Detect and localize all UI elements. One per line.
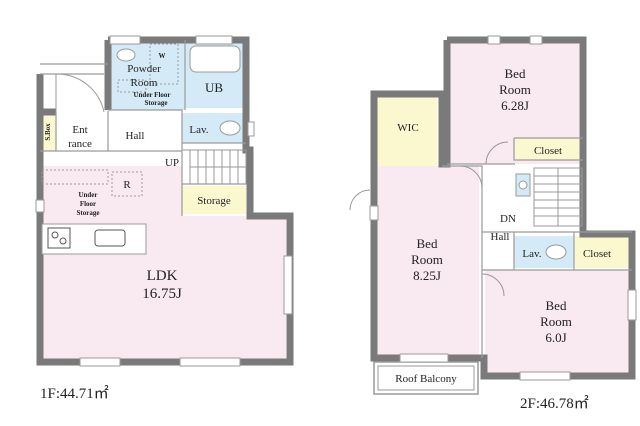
under-floor-storage-ldk-line2: Floor: [80, 200, 96, 208]
powder-room-label-line1: Powder: [127, 63, 161, 75]
bed-left-label-line1: Bed: [417, 236, 438, 251]
hall-label-1f: Hall: [126, 130, 145, 142]
s-box-fill: [41, 113, 56, 151]
bed-top-label-line3: 6.28J: [501, 98, 529, 113]
roof-balcony-label: Roof Balcony: [395, 373, 457, 385]
ldk-label-line1: LDK: [147, 268, 178, 284]
s-box-label: S.Box: [44, 123, 52, 141]
wic-label: WIC: [397, 122, 418, 134]
bed-left-fill: [377, 166, 479, 358]
floor-2-outer-wall: [370, 36, 636, 380]
wic-fill: [377, 94, 437, 166]
bed-right-label-line3: 6.0J: [545, 330, 566, 345]
bed-left-label-line3: 8.25J: [413, 268, 441, 283]
storage-label-1f: Storage: [197, 195, 231, 207]
bed-top-label-line2: Room: [499, 82, 531, 97]
dn-label: DN: [500, 213, 516, 225]
powder-room-fixtures: [116, 43, 179, 93]
washer-label: W: [159, 52, 166, 60]
up-label: UP: [165, 157, 179, 169]
floor-1-area: 1F:44.71㎡: [40, 385, 109, 402]
stairs-1f: [181, 149, 247, 185]
bathtub: [189, 45, 241, 73]
stairs-2f: [533, 167, 583, 227]
kitchen-counter: [41, 223, 147, 255]
bed-top-label-line1: Bed: [505, 66, 526, 81]
floor-2-area: 2F:46.78㎡: [520, 395, 589, 412]
closet-top-fill: [515, 138, 579, 160]
toilet-2f: [545, 244, 567, 260]
entrance-label-line1: Ent: [72, 124, 87, 136]
toilet-1f: [219, 120, 241, 136]
bed-right-label-line1: Bed: [546, 298, 567, 313]
entrance-label-line2: rance: [68, 138, 92, 150]
kitchen-sink-icon: [94, 229, 126, 247]
closet-right-label: Closet: [583, 248, 611, 260]
roof-balcony: [373, 361, 479, 395]
floor-2-plan: Bed Room 6.28J WIC Closet DN Hall Bed Ro…: [349, 35, 637, 412]
storage-fill-1f: [182, 186, 246, 214]
stove-icon: [47, 227, 71, 249]
ldk-label-line2: 16.75J: [142, 286, 182, 302]
under-floor-storage-small-label-line1: Under Floor: [133, 91, 170, 99]
under-floor-storage-small-label-line2: Storage: [145, 99, 168, 107]
closet-top-label: Closet: [534, 145, 562, 157]
lav-label-2f: Lav.: [522, 248, 541, 260]
refrigerator-space: [111, 171, 143, 197]
bed-left-label-line2: Room: [411, 252, 443, 267]
bed-right-label-line2: Room: [540, 314, 572, 329]
hall-label-2f: Hall: [491, 231, 510, 243]
floor-1-outer-wall: [36, 36, 294, 366]
powder-room-label-line2: Room: [131, 77, 158, 89]
under-floor-storage-ldk-line1: Under: [78, 191, 97, 199]
ub-label: UB: [205, 80, 223, 95]
lav-label-1f: Lav.: [189, 124, 208, 136]
bed-right-fill: [485, 270, 632, 376]
refrigerator-label: R: [123, 179, 131, 191]
closet-right-fill: [575, 236, 630, 268]
floor-1-plan: Powder Room W Under Floor Storage UB Lav…: [35, 35, 294, 402]
under-floor-storage-ldk-line3: Storage: [77, 209, 100, 217]
